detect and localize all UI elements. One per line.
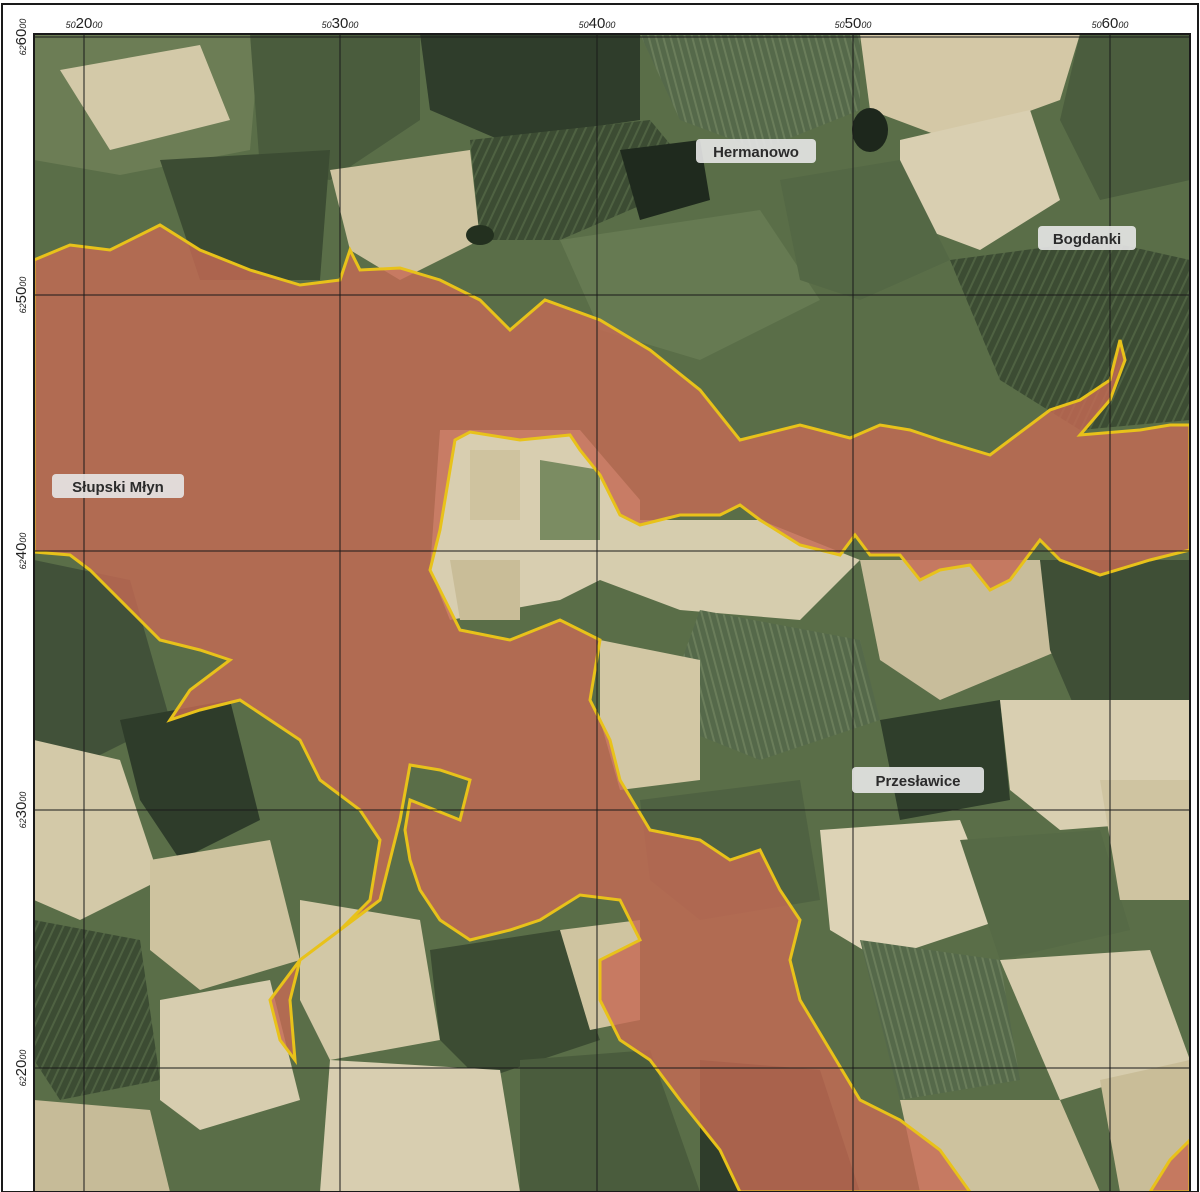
map-border [33,33,1191,1192]
place-label-bogdanki: Bogdanki [1038,226,1136,250]
grid-label-x-40: 504000 [579,15,616,32]
grid-label-y-40: 624000 [13,533,30,570]
place-label-hermanowo: Hermanowo [696,139,816,163]
svg-text:Hermanowo: Hermanowo [713,144,799,161]
svg-text:Bogdanki: Bogdanki [1053,231,1121,248]
svg-text:Przesławice: Przesławice [875,773,960,790]
svg-text:Słupski Młyn: Słupski Młyn [72,479,164,496]
place-label-slupski-mlyn: Słupski Młyn [52,474,184,498]
grid-label-x-50: 505000 [835,15,872,32]
satellite-imagery [34,34,1190,1192]
grid-label-x-20: 502000 [66,15,103,32]
grid-labels-left: 626000 625000 624000 623000 622000 [13,19,30,1087]
protected-zone [34,223,1190,1192]
outer-border [1,3,1199,1192]
grid-label-y-20: 622000 [13,1050,30,1087]
coordinate-grid [34,34,1190,1192]
grid-label-x-30: 503000 [322,15,359,32]
place-labels: Hermanowo Bogdanki Słupski Młyn Przesław… [52,139,1136,793]
place-label-przeslawice: Przesławice [852,767,984,793]
grid-label-x-60: 506000 [1092,15,1129,32]
grid-label-y-50: 625000 [13,277,30,314]
grid-label-y-30: 623000 [13,792,30,829]
grid-label-y-60: 626000 [13,19,30,56]
grid-labels-top: 502000 503000 504000 505000 506000 [66,15,1129,32]
